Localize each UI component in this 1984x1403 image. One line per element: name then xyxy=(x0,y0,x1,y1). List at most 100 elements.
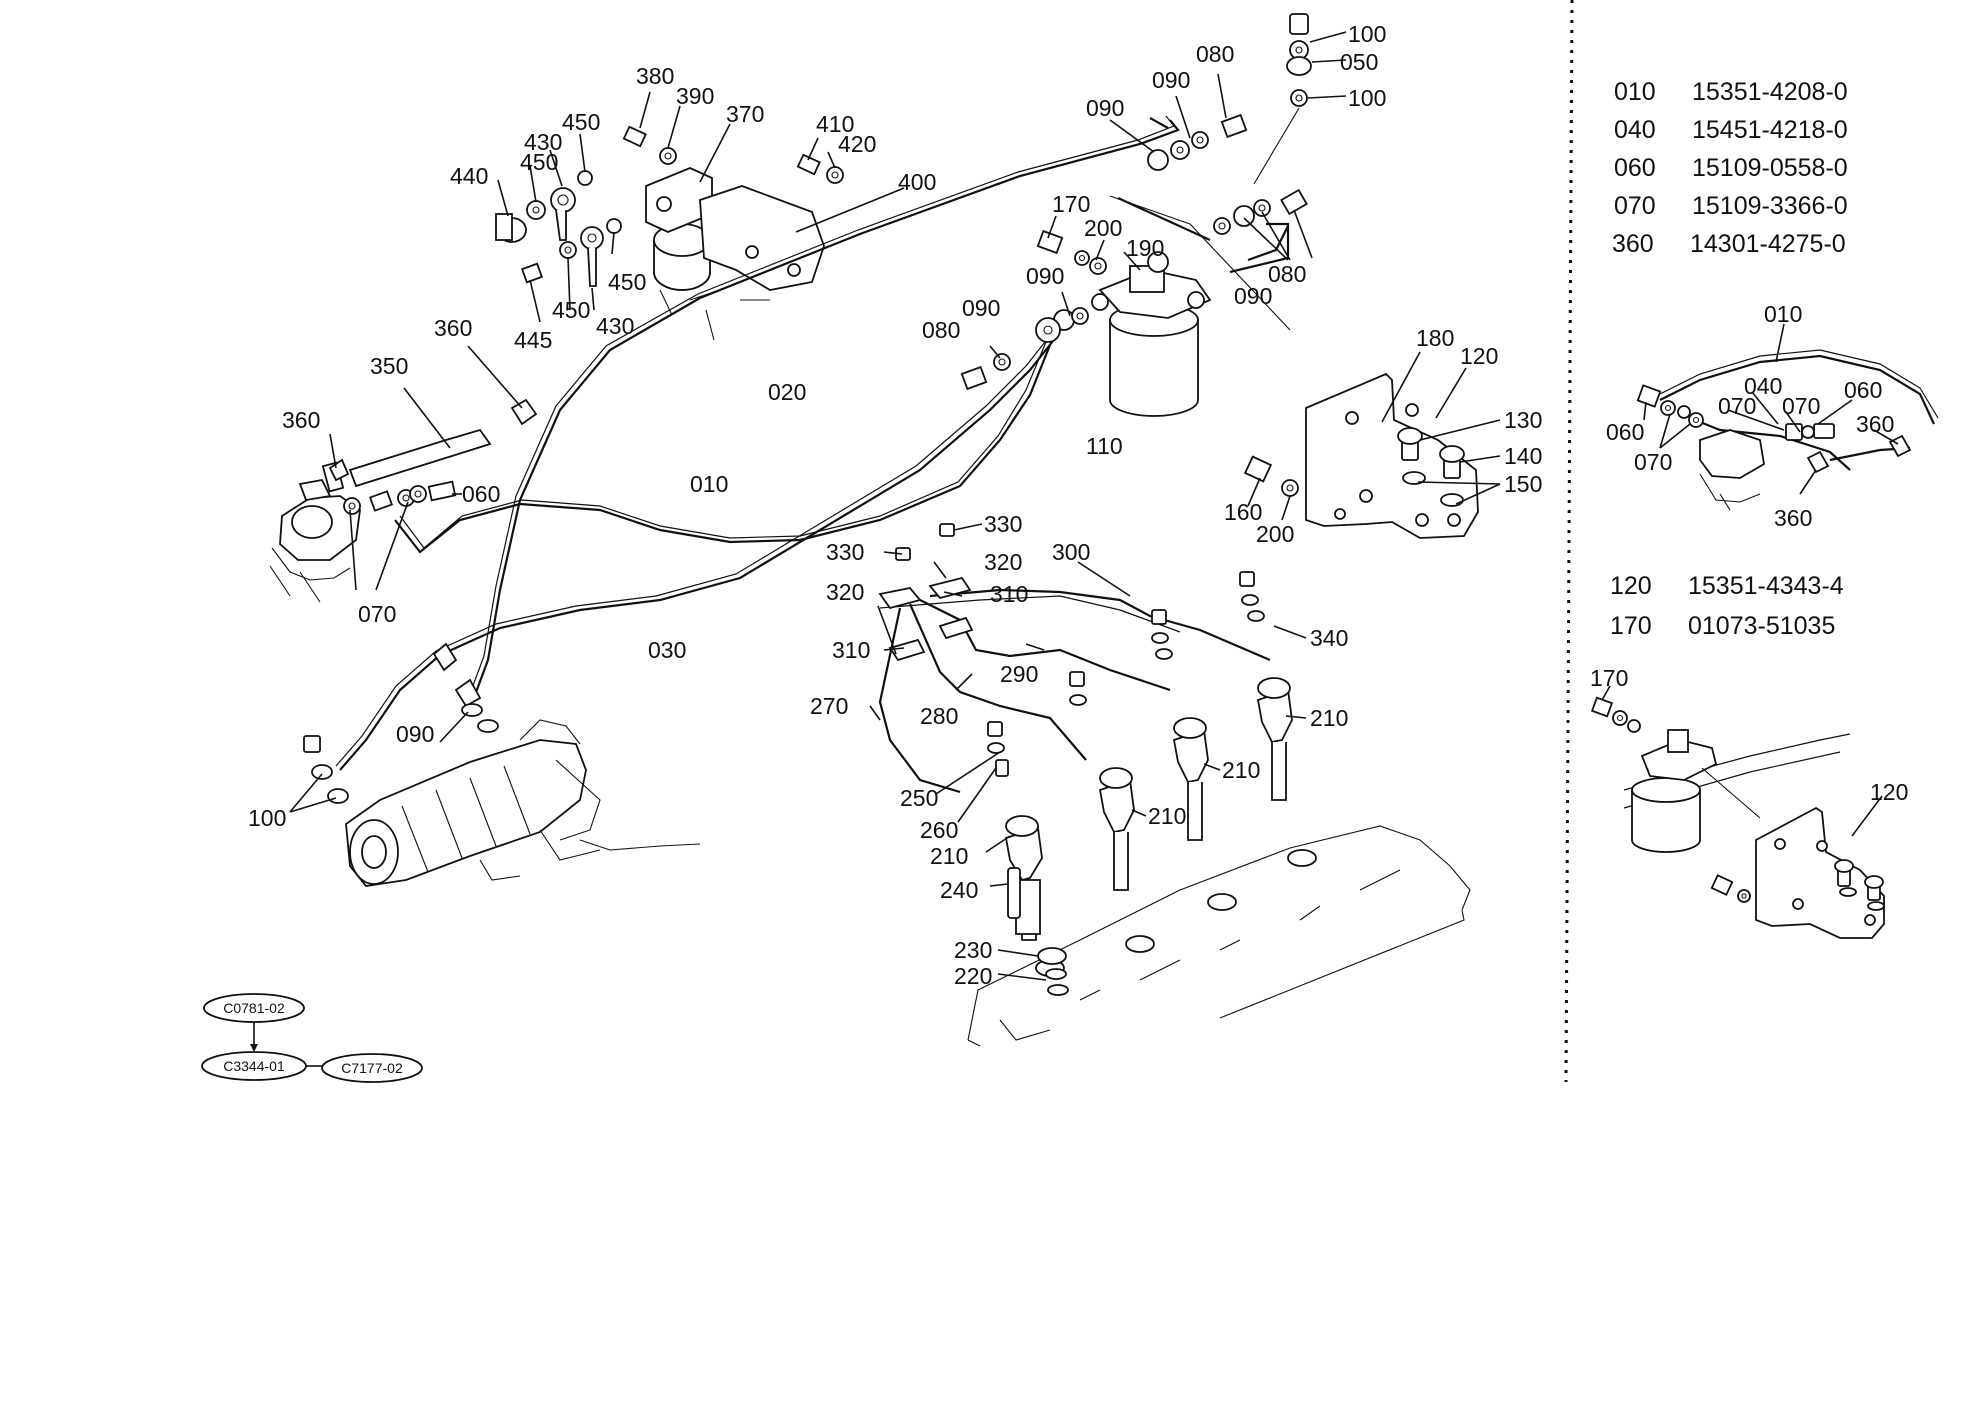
inset-callout: 070 xyxy=(1782,393,1820,419)
callout-label: 080 xyxy=(1268,261,1306,287)
divider-dotted-line xyxy=(1564,0,1574,1083)
callout-label: 060 xyxy=(462,481,500,507)
callout-label: 200 xyxy=(1256,521,1294,547)
callout-label: 320 xyxy=(984,549,1022,575)
callout-label: 100 xyxy=(1348,85,1386,111)
callout-labels: 380 390 370 410 420 400 450 430 450 440 … xyxy=(248,21,1542,989)
callout-label: 210 xyxy=(930,843,968,869)
part-code: 170 xyxy=(1610,612,1652,640)
callout-label: 100 xyxy=(248,805,286,831)
inset-callout: 170 xyxy=(1590,665,1628,691)
inset-feed-pump: 010 040 060 060 070 070 070 360 360 xyxy=(1606,301,1939,531)
callout-label: 200 xyxy=(1084,215,1122,241)
part-number: 15451-4218-0 xyxy=(1692,116,1848,144)
callout-label: 090 xyxy=(1234,283,1272,309)
part-code: 070 xyxy=(1614,192,1656,220)
inset-callout: 360 xyxy=(1856,411,1894,437)
callout-label: 360 xyxy=(282,407,320,433)
part-code: 360 xyxy=(1612,230,1654,258)
callout-label: 250 xyxy=(900,785,938,811)
callout-label: 430 xyxy=(524,129,562,155)
callout-label: 450 xyxy=(562,109,600,135)
callout-label: 310 xyxy=(832,637,870,663)
callout-label: 210 xyxy=(1148,803,1186,829)
inset-callout: 120 xyxy=(1870,779,1908,805)
callout-label: 310 xyxy=(990,581,1028,607)
callout-label: 350 xyxy=(370,353,408,379)
injection-pump xyxy=(303,642,701,887)
callout-label: 050 xyxy=(1340,49,1378,75)
callout-label: 340 xyxy=(1310,625,1348,651)
callout-label: 190 xyxy=(1126,235,1164,261)
callout-label: 360 xyxy=(434,315,472,341)
callout-label: 090 xyxy=(1086,95,1124,121)
inset-filter-bracket: 170 120 xyxy=(1590,665,1908,939)
callout-label: 440 xyxy=(450,163,488,189)
callout-label: 400 xyxy=(898,169,936,195)
callout-label: 270 xyxy=(810,693,848,719)
callout-label: 030 xyxy=(648,637,686,663)
callout-label: 140 xyxy=(1504,443,1542,469)
callout-label: 390 xyxy=(676,83,714,109)
callout-label: 090 xyxy=(962,295,1000,321)
callout-label: 450 xyxy=(608,269,646,295)
part-code: 040 xyxy=(1614,116,1656,144)
callout-label: 300 xyxy=(1052,539,1090,565)
callout-label: 420 xyxy=(838,131,876,157)
callout-label: 090 xyxy=(396,721,434,747)
callout-label: 220 xyxy=(954,963,992,989)
parts-table: 010 15351-4208-0 040 15451-4218-0 060 15… xyxy=(1612,78,1848,258)
callout-label: 230 xyxy=(954,937,992,963)
callout-label: 180 xyxy=(1416,325,1454,351)
callout-label: 430 xyxy=(596,313,634,339)
ref-code: C0781-02 xyxy=(223,1000,285,1016)
ref-oval xyxy=(321,1053,423,1083)
ref-code: C3344-01 xyxy=(223,1058,285,1074)
inset-callout: 070 xyxy=(1634,449,1672,475)
callout-label: 170 xyxy=(1052,191,1090,217)
callout-label: 150 xyxy=(1504,471,1542,497)
callout-label: 320 xyxy=(826,579,864,605)
part-code: 010 xyxy=(1614,78,1656,106)
callout-label: 080 xyxy=(922,317,960,343)
callout-label: 070 xyxy=(358,601,396,627)
part-number: 15351-4343-4 xyxy=(1688,572,1844,600)
part-code: 120 xyxy=(1610,572,1652,600)
callout-label: 280 xyxy=(920,703,958,729)
part-number: 15109-3366-0 xyxy=(1692,192,1848,220)
callout-label: 290 xyxy=(1000,661,1038,687)
part-number: 14301-4275-0 xyxy=(1690,230,1846,258)
reference-codes: C0781-02 C3344-01 C7177-02 xyxy=(201,993,423,1083)
inset-callout: 070 xyxy=(1718,393,1756,419)
callout-label: 330 xyxy=(984,511,1022,537)
callout-label: 450 xyxy=(520,149,558,175)
callout-label: 080 xyxy=(1196,41,1234,67)
callout-label: 100 xyxy=(1348,21,1386,47)
ref-code: C7177-02 xyxy=(341,1060,403,1076)
inset-callout: 360 xyxy=(1774,505,1812,531)
part-code: 060 xyxy=(1614,154,1656,182)
inset-callout: 040 xyxy=(1744,373,1782,399)
callout-label: 260 xyxy=(920,817,958,843)
parts-table-2: 120 15351-4343-4 170 01073-51035 xyxy=(1610,572,1844,640)
callout-label: 450 xyxy=(552,297,590,323)
callout-label: 110 xyxy=(1086,433,1123,459)
leader-lines xyxy=(289,31,1501,981)
fuel-filter-110 xyxy=(960,13,1312,417)
part-number: 15109-0558-0 xyxy=(1692,154,1848,182)
feed-pump xyxy=(269,398,538,603)
callout-label: 020 xyxy=(768,379,806,405)
callout-label: 130 xyxy=(1504,407,1542,433)
callout-label: 010 xyxy=(690,471,728,497)
injector-assembly xyxy=(878,523,1471,1047)
callout-label: 410 xyxy=(816,111,854,137)
filter-bracket-120 xyxy=(1243,372,1479,539)
lift-pump-bracket-assembly xyxy=(495,125,844,341)
callout-label: 210 xyxy=(1310,705,1348,731)
inset-callout: 010 xyxy=(1764,301,1802,327)
fuel-pipes xyxy=(335,115,1290,771)
part-number: 01073-51035 xyxy=(1688,612,1835,640)
callout-label: 445 xyxy=(514,327,552,353)
callout-label: 120 xyxy=(1460,343,1498,369)
